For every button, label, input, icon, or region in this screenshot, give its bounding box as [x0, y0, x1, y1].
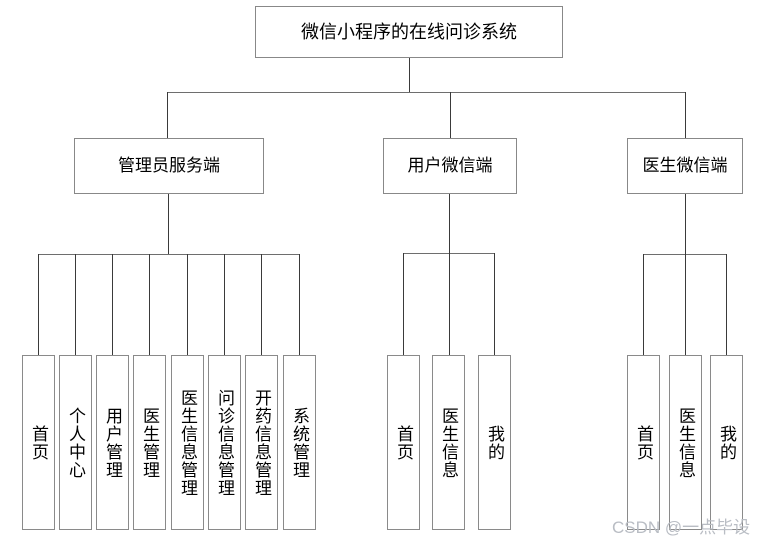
connector-admin-drop-5 — [187, 254, 188, 355]
leaf-admin-1[interactable]: 首页 — [22, 355, 55, 530]
connector-drop-user — [450, 92, 451, 138]
leaf-admin-7-label: 开药信息管理 — [252, 388, 271, 497]
leaf-admin-6-label: 问诊信息管理 — [215, 388, 234, 497]
connector-admin-drop-6 — [224, 254, 225, 355]
node-branch-admin[interactable]: 管理员服务端 — [74, 138, 264, 194]
leaf-admin-8[interactable]: 系统管理 — [283, 355, 316, 530]
leaf-doctor-3[interactable]: 我的 — [710, 355, 743, 530]
leaf-user-2[interactable]: 医生信息 — [432, 355, 465, 530]
connector-root-stem — [409, 58, 410, 92]
connector-admin-drop-8 — [299, 254, 300, 355]
connector-admin-bus — [38, 254, 299, 255]
connector-user-drop-2 — [449, 253, 450, 355]
leaf-user-3-label: 我的 — [485, 424, 504, 461]
leaf-doctor-2-label: 医生信息 — [676, 406, 695, 479]
leaf-admin-1-label: 首页 — [29, 424, 48, 461]
leaf-user-1-label: 首页 — [394, 424, 413, 461]
connector-doctor-stem — [685, 194, 686, 254]
leaf-admin-4[interactable]: 医生管理 — [133, 355, 166, 530]
connector-admin-drop-1 — [38, 254, 39, 355]
leaf-doctor-2[interactable]: 医生信息 — [669, 355, 702, 530]
leaf-doctor-1[interactable]: 首页 — [627, 355, 660, 530]
leaf-doctor-1-label: 首页 — [634, 424, 653, 461]
leaf-admin-8-label: 系统管理 — [290, 406, 309, 479]
leaf-admin-7[interactable]: 开药信息管理 — [245, 355, 278, 530]
connector-user-drop-3 — [494, 253, 495, 355]
leaf-admin-2[interactable]: 个人中心 — [59, 355, 92, 530]
node-branch-user[interactable]: 用户微信端 — [383, 138, 517, 194]
connector-user-stem — [449, 194, 450, 254]
connector-admin-drop-3 — [112, 254, 113, 355]
node-branch-user-label: 用户微信端 — [407, 156, 493, 176]
leaf-admin-4-label: 医生管理 — [140, 406, 159, 479]
connector-doctor-drop-2 — [685, 254, 686, 355]
connector-admin-stem — [168, 194, 169, 254]
connector-doctor-drop-1 — [643, 254, 644, 355]
connector-drop-admin — [167, 92, 168, 138]
connector-doctor-drop-3 — [726, 254, 727, 355]
leaf-admin-3-label: 用户管理 — [103, 406, 122, 479]
connector-admin-drop-4 — [149, 254, 150, 355]
connector-user-drop-1 — [403, 253, 404, 355]
leaf-admin-3[interactable]: 用户管理 — [96, 355, 129, 530]
leaf-user-1[interactable]: 首页 — [387, 355, 420, 530]
connector-drop-doctor — [685, 92, 686, 138]
node-branch-doctor[interactable]: 医生微信端 — [627, 138, 743, 194]
leaf-admin-2-label: 个人中心 — [66, 406, 85, 479]
watermark-text: CSDN @一点毕设 — [612, 518, 751, 537]
leaf-user-2-label: 医生信息 — [439, 406, 458, 479]
node-branch-admin-label: 管理员服务端 — [118, 156, 220, 176]
leaf-admin-5-label: 医生信息管理 — [178, 388, 197, 497]
node-root[interactable]: 微信小程序的在线问诊系统 — [255, 6, 563, 58]
connector-admin-drop-7 — [261, 254, 262, 355]
leaf-doctor-3-label: 我的 — [717, 424, 736, 461]
leaf-admin-6[interactable]: 问诊信息管理 — [208, 355, 241, 530]
leaf-admin-5[interactable]: 医生信息管理 — [171, 355, 204, 530]
connector-level2-bus — [167, 92, 686, 93]
node-branch-doctor-label: 医生微信端 — [642, 156, 728, 176]
connector-admin-drop-2 — [75, 254, 76, 355]
node-root-label: 微信小程序的在线问诊系统 — [301, 21, 517, 42]
leaf-user-3[interactable]: 我的 — [478, 355, 511, 530]
